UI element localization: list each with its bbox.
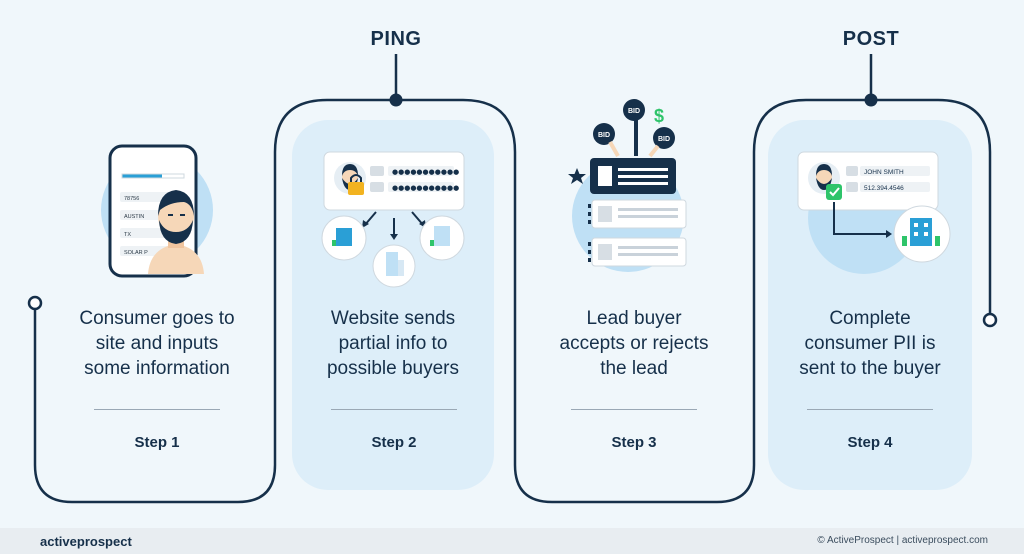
phone-field-product: SOLAR P [124,250,148,256]
masked-field-2: ●●●●●●●●●●● [392,184,459,192]
step-2-divider [331,409,457,410]
ping-buyers-illustration: ●●●●●●●●●●● ●●●●●●●●●●● [321,151,465,288]
bid-sign-1 [593,123,615,145]
copyright-link[interactable]: © ActiveProspect | activeprospect.com [817,535,988,546]
brand-part-prospect: prospect [76,534,132,549]
star-icon [568,168,586,184]
end-node [982,312,998,328]
step-3-label: Step 3 [611,434,657,451]
step-2-label: Step 2 [371,434,417,451]
masked-field-1: ●●●●●●●●●●● [392,168,459,176]
pii-transfer-illustration: JOHN SMITH 512.394.4546 [797,151,951,274]
consumer-phone-illustration: 78756 AUSTIN TX SOLAR P [101,144,213,278]
brand-part-active: active [40,534,77,549]
start-node [27,295,43,311]
dollar-icon: $ [654,106,664,126]
pii-name-field: JOHN SMITH [864,169,904,176]
bid-sign-3 [653,127,675,149]
brand-logo[interactable]: activeprospect [40,534,132,549]
phone-field-city: AUSTIN [124,214,144,220]
step-1-label: Step 1 [134,434,180,451]
footer: activeprospect © ActiveProspect | active… [0,528,1024,554]
checkmark-icon [826,184,842,200]
step-3-divider [571,409,697,410]
step-4-description: Complete consumer PII is sent to the buy… [799,308,941,379]
pii-phone-field: 512.394.4546 [864,185,904,192]
svg-text:BID: BID [598,132,610,139]
svg-text:BID: BID [628,108,640,115]
phone-field-zip: 78756 [124,196,139,202]
step-1-description: Consumer goes to site and inputs some in… [79,308,235,379]
ping-label: PING [370,28,422,50]
step-1-divider [94,409,220,410]
step-2-description: Website sends partial info to possible b… [326,308,460,379]
ping-node [389,93,403,107]
post-node [864,93,878,107]
step-4-divider [807,409,933,410]
bid-sign-2 [623,99,645,121]
svg-text:BID: BID [658,136,670,143]
post-label: POST [842,28,900,50]
step-4-label: Step 4 [847,434,893,451]
phone-field-state: TX [124,232,131,238]
step-3-description: Lead buyer accepts or rejects the lead [559,308,709,379]
lead-bids-illustration: BID BID BID $ [568,99,687,272]
